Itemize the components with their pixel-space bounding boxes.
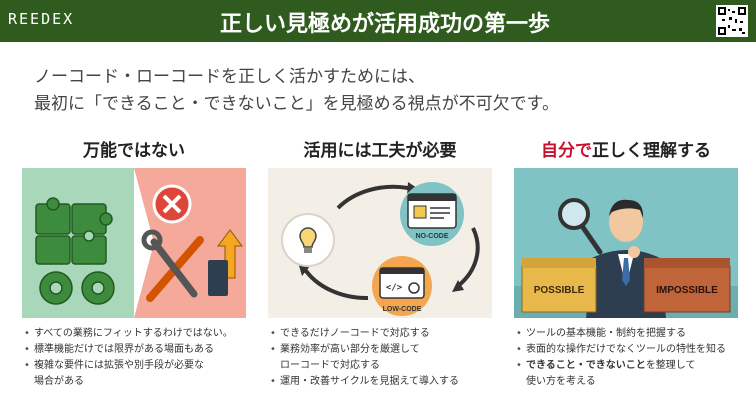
error-x-icon [152, 184, 192, 224]
column-needs-ingenuity: 活用には工夫が必要 NO-CODE [268, 138, 492, 390]
puzzle-icon [35, 197, 113, 265]
bullet-list: できるだけノーコードで対応する 業務効率が高い部分を厳選してローコードで対応する… [268, 326, 492, 390]
illustration-businessman: POSSIBLE IMPOSSIBLE [514, 168, 738, 318]
svg-text:</>: </> [386, 283, 403, 293]
nocode-window-icon: NO-CODE [400, 182, 464, 246]
list-item: 標準機能だけでは限界がある場面もある [22, 342, 246, 358]
column-heading: 活用には工夫が必要 [303, 141, 457, 161]
header-bar: REEDEX 正しい見極めが活用成功の第一歩 [0, 0, 756, 42]
illustration-cycle: NO-CODE </> LOW-CODE [268, 168, 492, 318]
qr-code-icon [716, 5, 748, 37]
list-item-line: 場合がある [34, 376, 84, 387]
column-understand-yourself: 自分で正しく理解する POSSIBLE [514, 138, 738, 390]
list-item: 表面的な操作だけでなくツールの特性を知る [514, 342, 738, 358]
possible-label: POSSIBLE [534, 285, 585, 296]
list-item-line: を整理して [645, 360, 696, 371]
column-heading: 万能ではない [83, 141, 185, 161]
impossible-box: IMPOSSIBLE [643, 258, 731, 313]
lowcode-window-icon: </> LOW-CODE [372, 256, 432, 316]
illustration-puzzle-tools [22, 168, 246, 318]
impossible-label: IMPOSSIBLE [656, 285, 718, 296]
bullet-list: すべての業務にフィットするわけではない。 標準機能だけでは限界がある場面もある … [22, 326, 246, 390]
column-not-universal: 万能ではない [22, 138, 246, 390]
list-item-line: 複雑な要件には拡張や別手段が必要な [34, 360, 204, 371]
list-item: ツールの基本機能・制約を把握する [514, 326, 738, 342]
list-item: できるだけノーコードで対応する [268, 326, 492, 342]
list-item: すべての業務にフィットするわけではない。 [22, 326, 246, 342]
logo: REEDEX [8, 10, 75, 28]
heading-rest: 正しく理解する [592, 141, 711, 161]
heading-accent: 自分で [541, 141, 592, 161]
gear-icon [39, 271, 115, 305]
possible-box: POSSIBLE [521, 258, 597, 313]
up-arrow-icon [217, 229, 243, 279]
device-icon [208, 260, 228, 296]
column-heading: 自分で正しく理解する [514, 138, 738, 164]
lead-text: ノーコード・ローコードを正しく活かすためには、 最初に「できること・できないこと… [34, 64, 559, 118]
list-item-line: 使い方を考える [526, 376, 596, 387]
list-item-line: 業務効率が高い部分を厳選して [280, 344, 420, 355]
bullet-list: ツールの基本機能・制約を把握する 表面的な操作だけでなくツールの特性を知る でき… [514, 326, 738, 390]
list-item-line: ローコードで対応する [280, 360, 380, 371]
lead-line-2: 最初に「できること・できないこと」を見極める視点が不可欠です。 [34, 94, 559, 114]
nocode-label: NO-CODE [415, 233, 448, 240]
wrench-screwdriver-icon [141, 229, 204, 302]
lead-line-1: ノーコード・ローコードを正しく活かすためには、 [34, 67, 425, 87]
list-item: 運用・改善サイクルを見据えて導入する [268, 374, 492, 390]
magnifier-icon [558, 198, 603, 255]
lightbulb-icon [281, 213, 335, 267]
lowcode-label: LOW-CODE [383, 306, 422, 313]
page-title: 正しい見極めが活用成功の第一歩 [219, 12, 550, 37]
list-item-bold: できること・できないこと [526, 360, 646, 371]
